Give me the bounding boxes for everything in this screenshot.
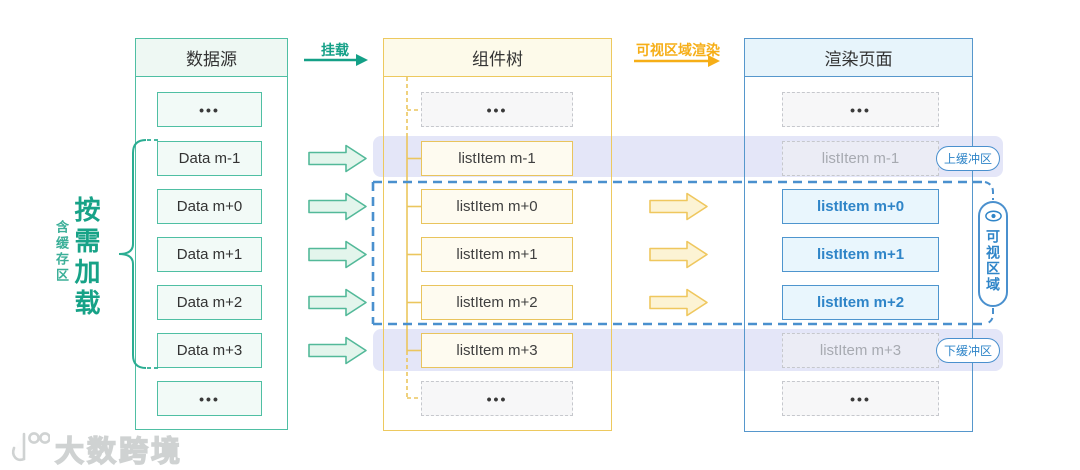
datasource-item: Data m+3 [157,333,262,368]
render-page-column: 渲染页面 [744,38,973,432]
lower-buffer-badge: 下缓冲区 [936,338,1000,363]
tree-item: listItem m-1 [421,141,573,176]
component-tree-header: 组件树 [384,39,611,77]
datasource-item: Data m+0 [157,189,262,224]
render-page-header: 渲染页面 [745,39,972,77]
watermark: 大数跨境 [8,428,183,470]
render-item-visible: listItem m+2 [782,285,939,320]
render-item-ellipsis-bottom: ••• [782,381,939,416]
datasource-item-ellipsis-bottom: ••• [157,381,262,416]
component-tree-column: 组件树 [383,38,612,431]
render-item-buffered: listItem m+3 [782,333,939,368]
datasource-item: Data m+2 [157,285,262,320]
eye-icon [984,209,1002,227]
visible-area-label: 可视区域 [985,229,1001,293]
tree-item: listItem m+3 [421,333,573,368]
cache-area-label: 含缓存区 [54,220,69,284]
render-item-visible: listItem m+1 [782,237,939,272]
watermark-brand-text: 大数跨境 [54,435,184,468]
datasource-header: 数据源 [136,39,287,77]
datasource-item: Data m+1 [157,237,262,272]
visible-area-pill: 可视区域 [978,201,1008,307]
tree-item: listItem m+2 [421,285,573,320]
render-item-ellipsis-top: ••• [782,92,939,127]
tree-item-ellipsis-bottom: ••• [421,381,573,416]
datasource-item: Data m-1 [157,141,262,176]
upper-buffer-badge: 上缓冲区 [936,146,1000,171]
render-item-buffered: listItem m-1 [782,141,939,176]
tree-item: listItem m+0 [421,189,573,224]
tree-item-ellipsis-top: ••• [421,92,573,127]
data-to-tree-arrows [308,144,367,365]
viewport-render-label: 可视区域渲染 [636,42,720,58]
datasource-item-ellipsis-top: ••• [157,92,262,127]
watermark-logo-icon [8,430,51,469]
tree-item: listItem m+1 [421,237,573,272]
load-on-demand-label: 按需加载 [71,196,101,320]
render-item-visible: listItem m+0 [782,189,939,224]
tree-to-render-arrows [649,192,708,317]
mount-label: 挂载 [321,42,349,58]
